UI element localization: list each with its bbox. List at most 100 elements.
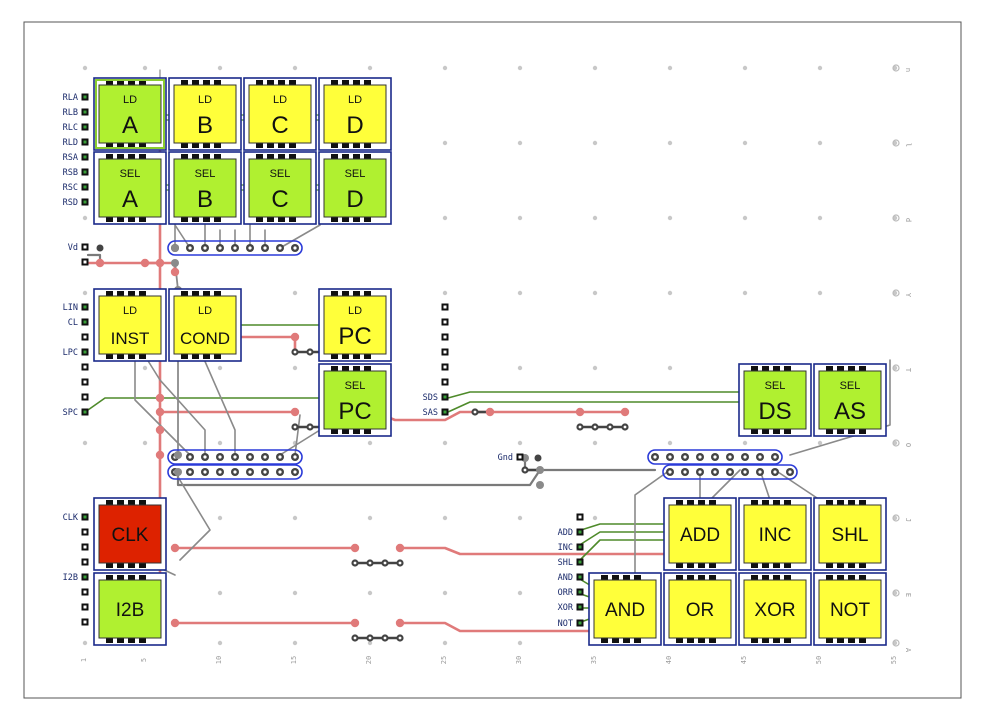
block-pin-bottom [751,429,758,434]
block-name-label: C [271,186,288,213]
block-body [323,370,387,430]
block-pin-top [676,575,683,580]
grid-dot [892,640,898,646]
grid-dot [742,65,748,71]
bus-outline [167,449,303,465]
bus-hole-center [278,246,282,250]
block-pin-top [139,154,146,159]
block-name-label: AND [605,600,645,621]
grid-ring [892,639,900,647]
block-pin-top [128,291,135,296]
block-pin-top [128,154,135,159]
control-wire [577,539,669,563]
block-pin-top [181,291,188,296]
block-pin-bottom [117,563,124,568]
pin-core [83,395,87,399]
block-pin-bottom [859,563,866,568]
block-pin-bottom [331,429,338,434]
block-pin-bottom [773,429,780,434]
grid-dot [892,215,898,221]
block-pin-top [762,500,769,505]
vd-stub [96,244,104,252]
row-letter: Y [904,293,912,298]
block-pin-top [364,154,371,159]
block-pin-top [623,575,630,580]
grid-dot [517,65,523,71]
pin-core [83,140,87,144]
grid-dot [82,440,88,446]
grid-dot [517,365,523,371]
bus-hole-center [233,455,237,459]
block-function-label: SEL [345,380,366,392]
wire-node [350,543,360,553]
block-function-label: LD [123,305,137,317]
control-wire [577,531,669,547]
block-body [743,370,807,430]
block-pin-top [826,500,833,505]
grid-dot [442,290,448,296]
block-pin-bottom [773,563,780,568]
row-letter: E [904,593,912,597]
block-pin-bottom [623,638,630,643]
bus-hole-center [728,455,732,459]
block-pin-bottom [192,354,199,359]
block-pin-bottom [364,429,371,434]
block-pin-bottom [848,638,855,643]
wire-node [620,407,630,417]
block-pin-bottom [331,354,338,359]
wire-node [536,481,544,489]
grid-dot [592,365,598,371]
control-wire [577,523,669,532]
bus-hole-center [743,470,747,474]
block-pin-top [784,575,791,580]
data-wire [279,414,321,456]
block-pin-top [859,575,866,580]
pin-core [443,410,447,414]
grid-dot [292,365,298,371]
block-body [323,295,387,355]
block-pin-bottom [364,143,371,148]
grid-dot [142,65,148,71]
block-body [668,504,732,564]
control-wire [447,401,746,413]
block-name-label: OR [686,600,715,621]
block-pin-top [709,500,716,505]
wire-node [485,407,495,417]
bus-hole-center [683,470,687,474]
gnd-stub [534,454,542,462]
block-pin-top [214,154,221,159]
block-function-label: LD [348,94,362,106]
pin-core [578,621,582,625]
block-pin-bottom [634,638,641,643]
grid-dot [892,365,898,371]
block-add: ADD [663,497,737,571]
grid-dot [442,640,448,646]
pin-core [443,350,447,354]
bus-hole-center [773,470,777,474]
pin-core [83,365,87,369]
wire-node [155,393,165,403]
pin-core [578,560,582,564]
grid-ring [892,139,900,147]
block-body [323,84,387,144]
bus-hole-center [683,455,687,459]
block-pin-top [139,500,146,505]
block-name-label: ADD [680,525,720,546]
block-pin-top [826,575,833,580]
block-pin-bottom [687,638,694,643]
bus-outline [167,464,303,480]
block-pin-bottom [687,563,694,568]
main-bus-upper [167,449,303,465]
grid-dot [517,515,523,521]
block-body [173,295,237,355]
block-pin-bottom [353,429,360,434]
block-pin-top [837,366,844,371]
grid-dot [442,590,448,596]
block-pin-bottom [289,217,296,222]
pin-label-spc: SPC [63,408,78,418]
block-pin-top [698,575,705,580]
block-pin-bottom [128,354,135,359]
row-letter: T [904,368,912,373]
